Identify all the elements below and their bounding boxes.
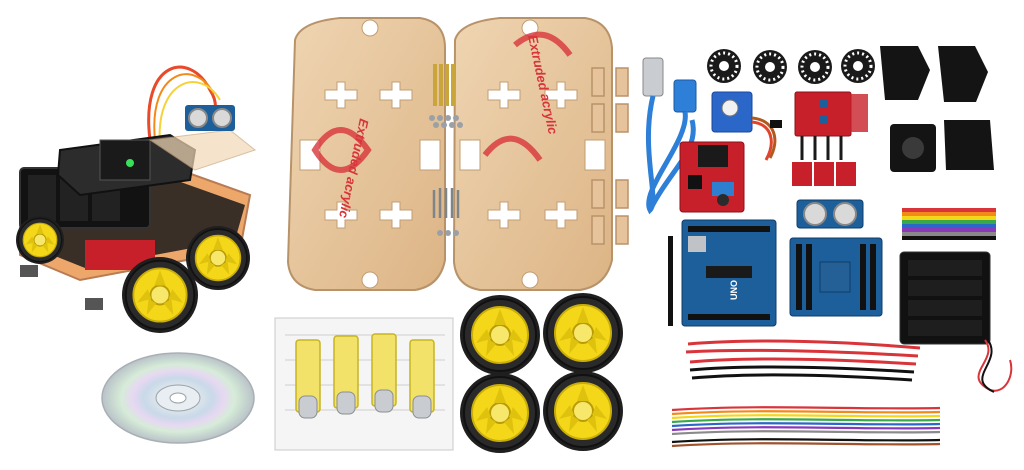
- motor-driver-board: [679, 141, 745, 213]
- wheels: [459, 292, 624, 454]
- jumper-wires: [671, 406, 941, 448]
- pin-header-strip: [668, 236, 673, 326]
- acrylic-brackets: [591, 67, 629, 245]
- servo-motor: [711, 91, 782, 161]
- encoder-disks: [705, 47, 877, 86]
- acrylic-chassis-plates: Extruded acrylic Extruded acrylic: [286, 17, 613, 291]
- standoffs-and-screws: [429, 64, 463, 236]
- power-wires: [685, 339, 921, 382]
- ultrasonic-sensor: [796, 199, 864, 229]
- line-tracking-module: [792, 91, 868, 186]
- uno-board-label: UNO: [729, 280, 739, 300]
- assembled-robot-car: [15, 65, 257, 334]
- sensor-brackets: [880, 46, 994, 172]
- cd-disc: [101, 352, 255, 444]
- battery-holder: [899, 251, 1013, 393]
- gear-motors: [274, 317, 454, 451]
- ribbon-cable-small: [902, 208, 996, 240]
- uno-board: UNO: [681, 219, 777, 327]
- sensor-shield: [789, 237, 883, 317]
